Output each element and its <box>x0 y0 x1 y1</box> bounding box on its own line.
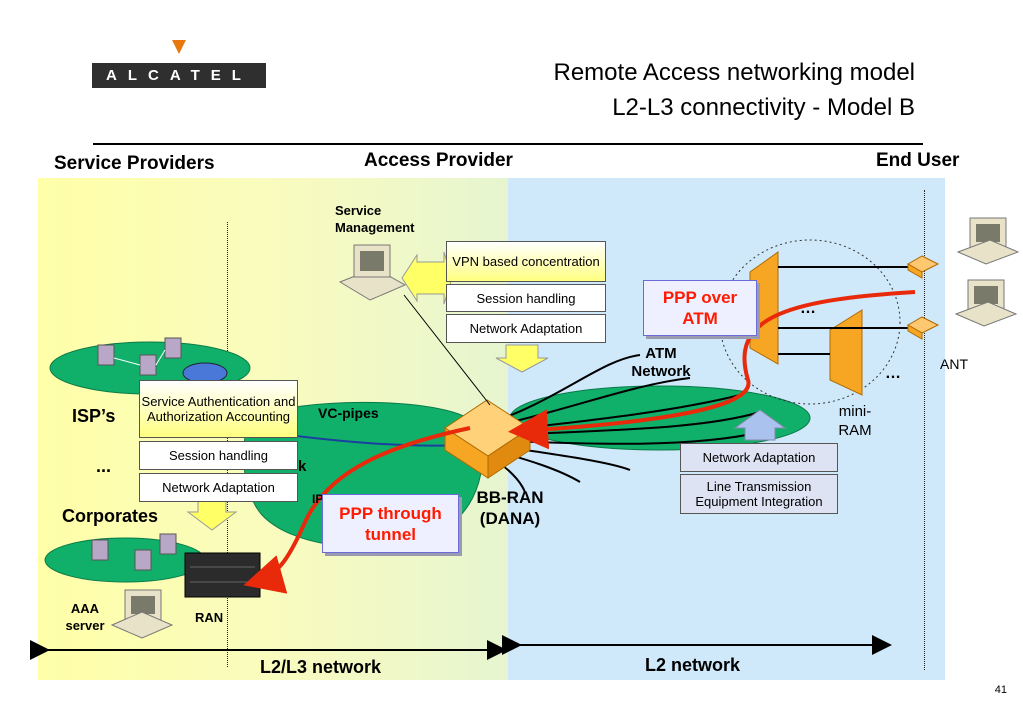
logo-triangle-icon <box>172 40 186 54</box>
ellipsis-upper: … <box>800 300 816 317</box>
end-user-boundary <box>924 190 925 670</box>
right-stack-up-arrow <box>733 409 787 441</box>
network-adaptation-box-left: Network Adaptation <box>139 473 298 502</box>
header-access-provider: Access Provider <box>364 150 513 171</box>
service-management-terminal-icon <box>338 244 407 301</box>
title-divider <box>93 143 923 145</box>
end-user-pc-icons <box>954 217 1020 327</box>
ppp-over-atm-callout: PPP over ATM <box>643 280 757 336</box>
ppp-through-tunnel-callout: PPP through tunnel <box>322 494 459 553</box>
isps-label: ISP’s <box>72 406 116 426</box>
ellipsis-lower: … <box>885 365 901 382</box>
isp-host-icons <box>97 337 182 376</box>
aaa-server-icon <box>110 589 174 639</box>
ant-box-icons <box>906 255 940 340</box>
service-auth-box: Service Authentication and Authorization… <box>139 380 298 438</box>
corporate-host-icons <box>91 533 177 571</box>
mini-ram-mux-lower <box>829 309 863 396</box>
bb-ran-label: BB-RAN (DANA) <box>476 488 544 528</box>
management-arrow <box>401 251 453 305</box>
ran-server-icon <box>184 552 261 598</box>
left-stack-down-arrow <box>186 499 238 531</box>
l2-network-label: L2 network <box>645 655 741 675</box>
aaa-server-label: AAA server <box>65 601 105 633</box>
access-lines <box>778 266 915 355</box>
slide-title-line1: Remote Access networking model <box>553 59 916 86</box>
ant-label: ANT <box>940 356 968 372</box>
session-handling-box-left: Session handling <box>139 441 298 470</box>
ran-label: RAN <box>195 610 224 625</box>
more-providers-ellipsis: ... <box>96 456 112 476</box>
vc-pipes-label: VC-pipes <box>318 405 379 421</box>
atm-network-label: ATM Network <box>631 345 691 380</box>
corporates-label: Corporates <box>62 506 159 526</box>
line-transmission-box: Line Transmission Equipment Integration <box>680 474 838 514</box>
ppp-arrow-tunnel <box>243 426 471 594</box>
alcatel-logo: ALCATEL <box>92 63 266 88</box>
header-end-user: End User <box>876 150 960 171</box>
page-number: 41 <box>994 684 1007 696</box>
vpn-concentration-box: VPN based concentration <box>446 241 606 282</box>
slide-title-line2: L2-L3 connectivity - Model B <box>612 94 915 121</box>
ip-label-fragment: IP <box>312 492 324 506</box>
ppp-arrow-end-user <box>508 290 916 450</box>
management-link <box>403 294 491 406</box>
network-adaptation-box-right: Network Adaptation <box>680 443 838 472</box>
network-adaptation-box-top: Network Adaptation <box>446 314 606 343</box>
header-service-providers: Service Providers <box>54 153 215 174</box>
network-label-fragment: k <box>298 458 307 475</box>
service-management-label: Service Management <box>335 203 415 235</box>
l2l3-network-label: L2/L3 network <box>260 657 382 677</box>
mini-ram-boundary <box>719 239 901 405</box>
mini-ram-label: mini-RAM <box>838 403 872 439</box>
top-stack-down-arrow <box>495 344 549 373</box>
session-handling-box-top: Session handling <box>446 284 606 312</box>
corporate-network-cloud <box>44 537 206 583</box>
